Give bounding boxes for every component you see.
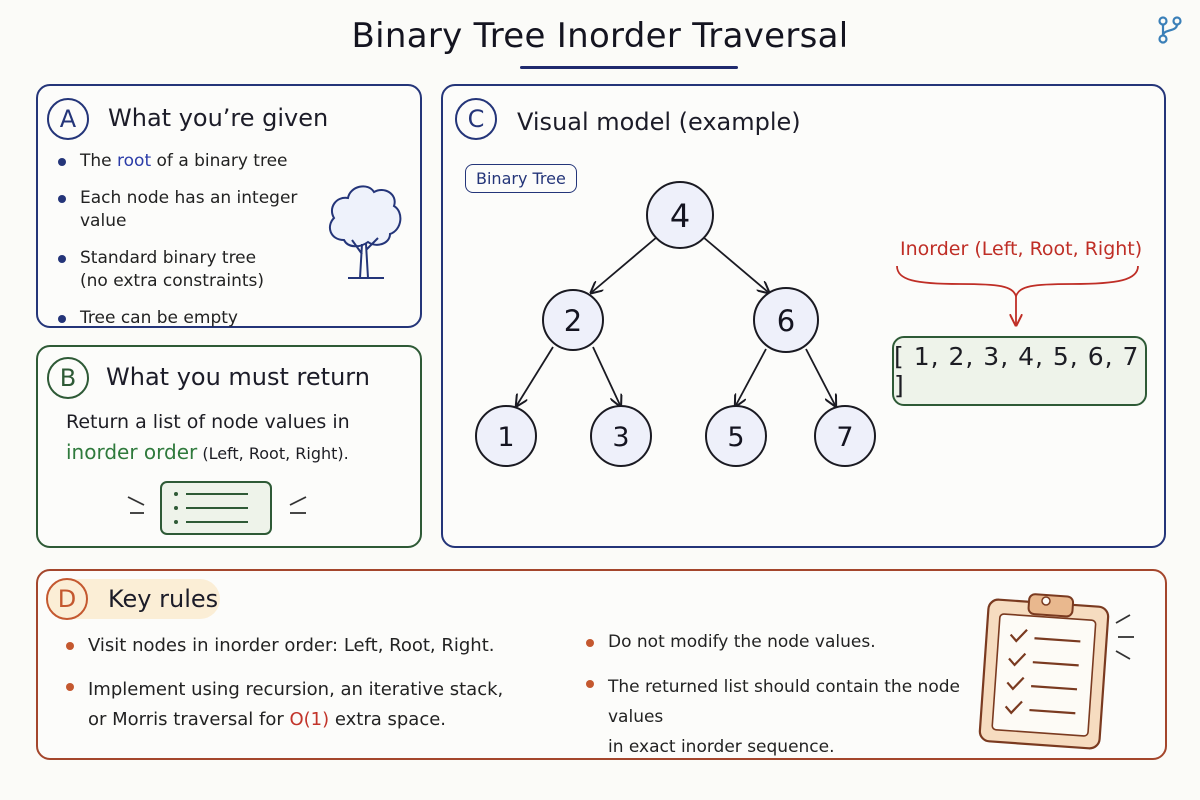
page-title: Binary Tree Inorder Traversal xyxy=(351,16,849,56)
binary-tree-tag: Binary Tree xyxy=(465,164,577,193)
list-item: Standard binary tree (no extra constrain… xyxy=(58,247,340,293)
svg-text:7: 7 xyxy=(836,422,853,453)
svg-text:3: 3 xyxy=(612,422,629,453)
svg-text:1: 1 xyxy=(497,422,514,453)
tree-node-1: 1 xyxy=(475,405,537,467)
list-item: Visit nodes in inorder order: Left, Root… xyxy=(66,634,558,657)
edge-2-1 xyxy=(517,346,554,405)
list-item: Do not modify the node values. xyxy=(586,631,988,654)
return-description: Return a list of node values in inorder … xyxy=(66,411,350,464)
list-item: Tree can be empty xyxy=(58,307,340,330)
title-underline xyxy=(520,66,738,69)
panel-return: B What you must return Return a list of … xyxy=(36,345,422,548)
panel-d-title: Key rules xyxy=(108,585,219,613)
list-icon xyxy=(127,481,307,535)
badge-d: D xyxy=(46,578,88,620)
edge-6-7 xyxy=(805,348,835,405)
panel-a-title: What you’re given xyxy=(108,104,329,132)
rules-list-left: Visit nodes in inorder order: Left, Root… xyxy=(66,634,558,735)
edge-4-6 xyxy=(702,236,768,292)
complexity-highlight: O(1) xyxy=(289,709,330,730)
list-item: Each node has an integer value xyxy=(58,187,340,233)
panel-b-title: What you must return xyxy=(106,363,370,391)
tree-node-2: 2 xyxy=(542,289,604,351)
svg-text:6: 6 xyxy=(777,304,795,338)
tree-node-3: 3 xyxy=(590,405,652,467)
clipboard-icon xyxy=(978,593,1134,750)
tree-node-6: 6 xyxy=(753,287,819,353)
edge-6-5 xyxy=(736,348,767,405)
tree-icon xyxy=(328,185,402,279)
list-item: The returned list should contain the nod… xyxy=(586,672,988,762)
root-highlight: root xyxy=(117,151,152,171)
tree-node-7: 7 xyxy=(814,405,876,467)
branch-icon xyxy=(1158,16,1182,44)
tree-node-4: 4 xyxy=(646,181,714,249)
panel-key-rules: D Key rules Visit nodes in inorder order… xyxy=(36,569,1167,760)
svg-text:5: 5 xyxy=(727,422,744,453)
given-list: The root of a binary tree Each node has … xyxy=(58,150,340,330)
list-item: Implement using recursion, an iterative … xyxy=(66,675,558,735)
inorder-highlight: inorder order xyxy=(66,440,198,464)
rules-list-right: Do not modify the node values. The retur… xyxy=(586,631,988,762)
panel-given: A What you’re given The root of a binary… xyxy=(36,84,422,328)
list-item: The root of a binary tree xyxy=(58,150,340,173)
svg-text:2: 2 xyxy=(564,304,582,338)
inorder-label: Inorder (Left, Root, Right) xyxy=(900,238,1143,260)
edge-2-3 xyxy=(592,346,620,405)
result-list: [ 1, 2, 3, 4, 5, 6, 7 ] xyxy=(892,336,1147,406)
badge-b: B xyxy=(47,357,89,399)
tree-node-5: 5 xyxy=(705,405,767,467)
inorder-brace xyxy=(896,265,1139,299)
svg-text:4: 4 xyxy=(670,197,690,235)
badge-c: C xyxy=(455,98,497,140)
badge-a: A xyxy=(47,98,89,140)
edge-4-2 xyxy=(592,236,658,292)
panel-c-title: Visual model (example) xyxy=(517,108,801,136)
